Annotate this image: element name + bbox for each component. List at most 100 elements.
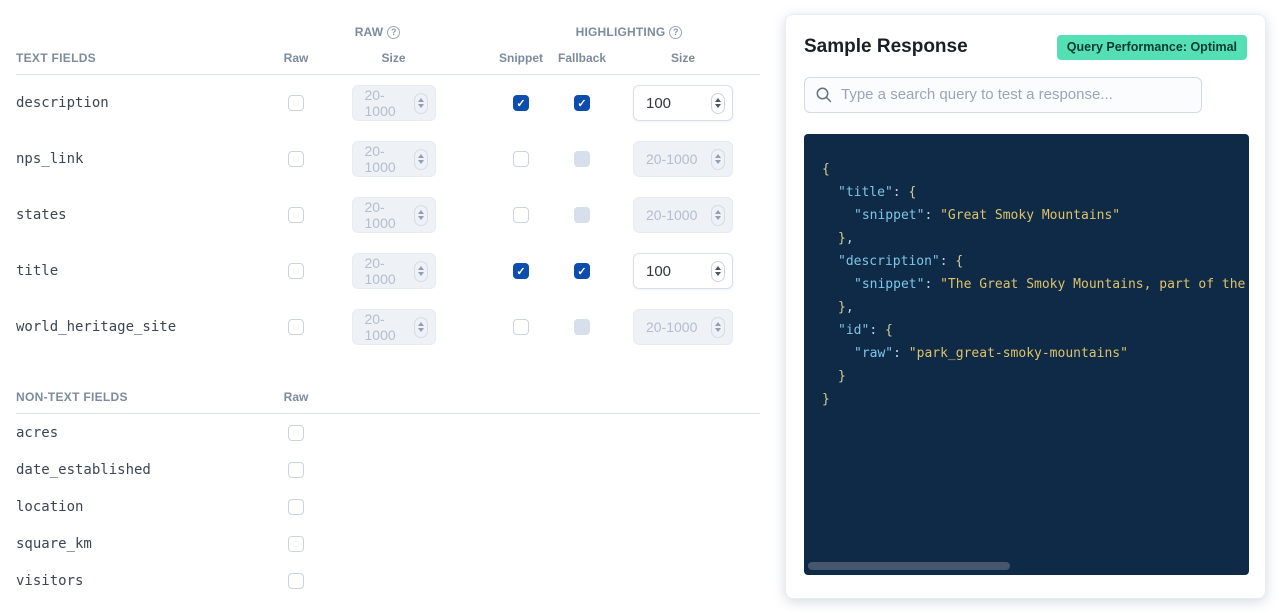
code-token: : [893,345,909,361]
table-row: visitors [16,562,760,599]
arrow-up-icon [715,154,721,158]
arrow-down-icon [417,328,424,332]
field-configuration-table: RAW HIGHLIGHTING TEXT FIELDS Raw Size Sn… [16,20,760,599]
card-title: Sample Response [804,36,968,58]
raw-checkbox[interactable] [288,461,304,478]
raw-column-header: Raw [283,50,309,65]
number-input-placeholder: 20-1000 [364,255,396,287]
code-line: }, [822,227,1249,250]
raw-checkbox[interactable] [288,207,304,223]
non-text-header-row: NON-TEXT FIELDS Raw [16,383,760,410]
number-input-placeholder: 20-1000 [364,143,396,175]
highlighting-group-label: HIGHLIGHTING [575,25,666,39]
code-token: "id" [838,322,870,338]
code-line: } [822,365,1249,388]
code-token: "Great Smoky Mountains" [940,207,1121,223]
snippet-checkbox[interactable] [513,263,529,279]
field-name: states [16,207,67,223]
snippet-checkbox[interactable] [513,207,529,223]
arrow-up-icon [417,210,424,214]
horizontal-scrollbar-thumb[interactable] [808,561,1010,570]
sample-response-card: Sample Response Query Performance: Optim… [785,14,1266,599]
highlight-size-input[interactable]: 100 [633,85,733,121]
text-fields-section-title: TEXT FIELDS [16,50,96,65]
raw-checkbox[interactable] [288,424,304,441]
code-token: "park_great-smoky-mountains" [908,345,1128,361]
raw-checkbox[interactable] [288,319,304,335]
stepper-icon [413,260,428,282]
field-name: title [16,263,59,279]
table-row: location [16,488,760,525]
highlight-size-input[interactable]: 100 [633,253,733,289]
code-token: { [884,322,893,338]
fallback-checkbox[interactable] [574,263,590,279]
table-row: square_km [16,525,760,562]
raw-size-input: 20-1000 [351,141,436,177]
stepper-icon [711,92,725,114]
code-token: "The Great Smoky Mountains, part of the … [940,276,1246,292]
raw-checkbox[interactable] [288,498,304,515]
help-icon[interactable] [387,25,401,39]
snippet-checkbox[interactable] [513,151,529,167]
raw-checkbox[interactable] [288,263,304,279]
stepper-icon [413,316,428,338]
arrow-down-icon [715,104,721,108]
raw-size-input: 20-1000 [351,85,436,121]
code-token: } [822,391,830,407]
code-line: "snippet": "Great Smoky Mountains" [822,204,1249,227]
code-token: } [838,230,846,246]
stepper-icon [711,316,725,338]
code-token: : [939,253,956,269]
divider [16,413,760,414]
arrow-up-icon [715,98,721,102]
raw-group-header: RAW [280,25,475,39]
fallback-checkbox[interactable] [574,95,590,111]
snippet-checkbox[interactable] [513,319,529,335]
code-block[interactable]: {"title": {"snippet": "Great Smoky Mount… [804,133,1249,575]
code-token: "title" [838,184,893,200]
raw-checkbox[interactable] [288,151,304,167]
fallback-checkbox [574,151,590,167]
code-line: } [822,388,1249,411]
code-token: { [822,161,830,177]
arrow-up-icon [417,98,424,102]
raw-checkbox[interactable] [288,572,304,589]
raw-group-label: RAW [354,25,384,39]
field-name: date_established [16,461,151,478]
code-line: "title": { [822,181,1249,204]
code-line: "snippet": "The Great Smoky Mountains, p… [822,273,1249,296]
code-token: "snippet" [854,276,925,292]
stepper-icon [711,260,725,282]
code-token: } [838,368,846,384]
search-input[interactable] [841,86,1191,103]
field-name: description [16,95,109,111]
code-token: { [955,253,964,269]
code-line: "description": { [822,250,1249,273]
raw-checkbox[interactable] [288,95,304,111]
text-field-rows: description20-1000100nps_link20-100020-1… [16,75,760,355]
column-header-row: TEXT FIELDS Raw Size Snippet Fallback Si… [16,44,760,71]
field-name: square_km [16,535,92,552]
stepper-icon [413,148,428,170]
number-input-placeholder: 20-1000 [646,207,698,223]
highlight-size-input: 20-1000 [633,141,733,177]
non-text-fields-section-title: NON-TEXT FIELDS [16,389,128,404]
raw-checkbox[interactable] [288,535,304,552]
highlight-size-input: 20-1000 [633,197,733,233]
fallback-checkbox [574,319,590,335]
search-box [804,76,1202,113]
query-performance-badge: Query Performance: Optimal [1056,35,1247,60]
code-token: "raw" [854,345,894,361]
arrow-down-icon [417,272,424,276]
field-name: world_heritage_site [16,319,177,335]
code-token: "snippet" [854,207,925,223]
help-icon[interactable] [669,25,683,39]
code-content: {"title": {"snippet": "Great Smoky Mount… [822,158,1249,411]
arrow-down-icon [715,328,721,332]
snippet-checkbox[interactable] [513,95,529,111]
code-token: "description" [838,253,940,269]
